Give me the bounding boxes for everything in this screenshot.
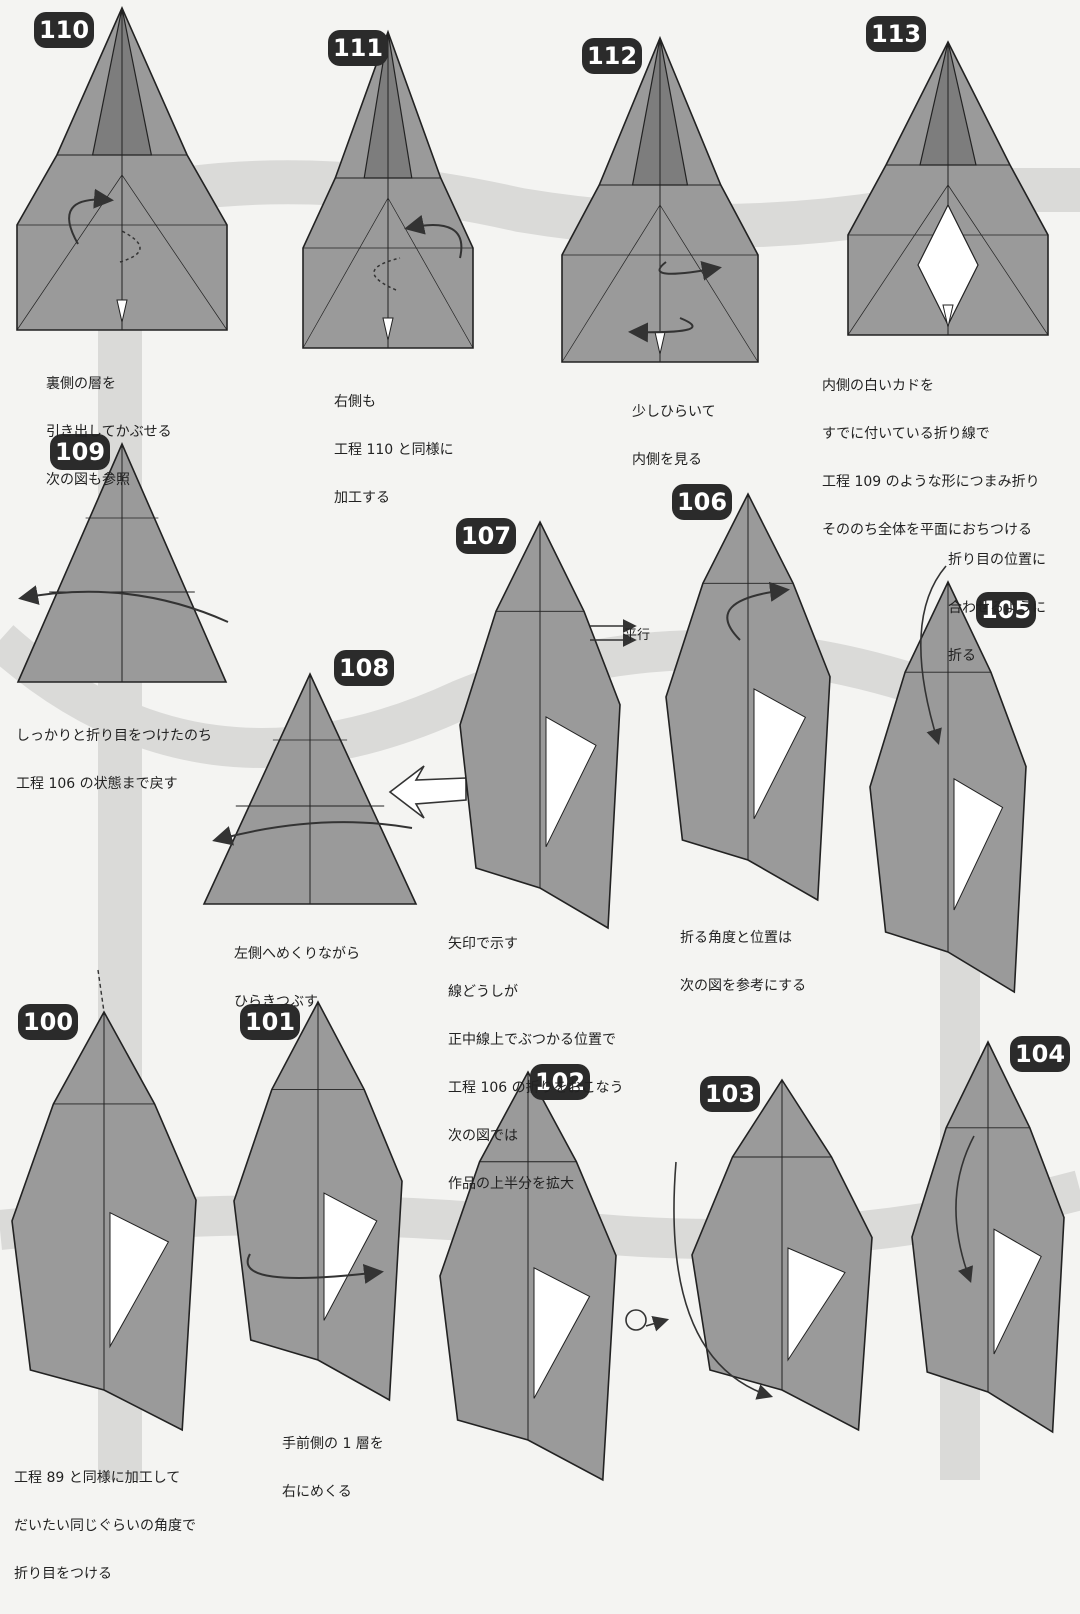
caption-line: すでに付いている折り線で	[822, 426, 990, 442]
fold-arrow	[726, 581, 790, 641]
fold-arrow	[18, 585, 229, 623]
step-111-caption: 右側も 工程 110 と同様に 加工する	[334, 362, 454, 538]
step-105-badge: 105	[976, 592, 1036, 628]
guide-line	[97, 969, 105, 1013]
step-111-badge: 111	[328, 30, 388, 66]
caption-line: 少しひらいて	[632, 404, 716, 420]
crease-line	[302, 197, 389, 349]
caption-line: 矢印で示す	[448, 936, 518, 952]
white-flap	[109, 1211, 170, 1349]
fold-arrow	[404, 214, 463, 259]
crease-line	[387, 197, 474, 349]
fold-arrow	[673, 1161, 774, 1400]
step-105-caption: 折り目の位置に 合わせるように 折る	[948, 520, 1046, 696]
turn-over-icon	[625, 1309, 647, 1331]
caption-line: 線どうしが	[448, 984, 518, 1000]
white-flap	[545, 716, 597, 848]
white-flap	[787, 1247, 846, 1362]
step-110-caption: 裏側の層を 引き出してかぶせる 次の図も参照	[46, 344, 172, 520]
white-notch	[942, 304, 954, 328]
step-106-caption: 折る角度と位置は 次の図を参考にする	[680, 898, 806, 1026]
caption-line: 内側の白いカドを	[822, 378, 934, 394]
fold-arrow	[658, 260, 722, 281]
caption-line: 次の図を参考にする	[680, 978, 807, 994]
caption-line: 正中線上でぶつかる位置で	[448, 1032, 616, 1048]
fold-arrow	[955, 1135, 975, 1283]
step-108-badge: 108	[334, 650, 394, 686]
caption-line: 加工する	[334, 490, 390, 506]
caption-line: 次の図も参照	[46, 472, 130, 488]
caption-line: しっかりと折り目をつけたのち	[16, 728, 212, 744]
caption-line: 工程 106 の折りをおこなう	[448, 1080, 624, 1096]
caption-line: 手前側の 1 層を	[282, 1436, 384, 1452]
turn-over-icon	[645, 1316, 670, 1332]
hidden-arrow	[373, 257, 401, 291]
hidden-arrow	[119, 229, 141, 263]
caption-line: 合わせるように	[948, 600, 1046, 616]
white-flap	[533, 1267, 591, 1399]
hollow-arrow	[388, 765, 467, 819]
caption-line: だいたい同じぐらいの角度で	[14, 1518, 196, 1534]
step-112-badge: 112	[582, 38, 642, 74]
white-flap	[953, 777, 1004, 911]
step-103-badge: 103	[700, 1076, 760, 1112]
crease-line	[847, 184, 949, 336]
step-113-badge: 113	[866, 16, 926, 52]
step-102-badge: 102	[530, 1064, 590, 1100]
white-notch	[116, 299, 128, 323]
parallel-label: 平行	[624, 628, 651, 643]
step-101-badge: 101	[240, 1004, 300, 1040]
caption-line: 工程 110 と同様に	[334, 442, 454, 458]
fold-arrow	[628, 317, 694, 343]
white-flap	[323, 1192, 378, 1321]
caption-line: 裏側の層を	[46, 376, 116, 392]
step-101-caption: 手前側の 1 層を 右にめくる	[282, 1404, 384, 1532]
caption-line: ひらきつぶす	[234, 994, 318, 1010]
step-104-badge: 104	[1010, 1036, 1070, 1072]
step-113-caption: 内側の白いカドを すでに付いている折り線で 工程 109 のような形につまみ折り…	[822, 346, 1040, 570]
caption-line: 折り目をつける	[14, 1566, 112, 1582]
crease-line	[561, 204, 661, 363]
step-108-caption: 左側へめくりながら ひらきつぶす	[234, 914, 360, 1042]
step-106-badge: 106	[672, 484, 732, 520]
caption-line: 工程 89 と同様に加工して	[14, 1470, 181, 1486]
caption-line: 折り目の位置に	[948, 552, 1046, 568]
caption-line: 右側も	[334, 394, 376, 410]
step-109-caption: しっかりと折り目をつけたのち 工程 106 の状態まで戻す	[16, 696, 212, 824]
crease-line	[121, 174, 228, 331]
fold-arrow	[246, 1253, 384, 1284]
caption-line: 引き出してかぶせる	[46, 424, 172, 440]
caption-line: 右にめくる	[282, 1484, 352, 1500]
white-flap	[753, 688, 807, 820]
step-100-caption: 工程 89 と同様に加工して だいたい同じぐらいの角度で 折り目をつける	[14, 1438, 196, 1614]
fold-arrow	[920, 565, 947, 746]
white-notch	[382, 317, 394, 341]
caption-line: 折る角度と位置は	[680, 930, 792, 946]
caption-line: 折る	[948, 648, 976, 664]
caption-line: 左側へめくりながら	[234, 946, 360, 962]
fold-arrow	[212, 821, 413, 846]
caption-line: 作品の上半分を拡大	[448, 1176, 574, 1192]
caption-line: 工程 106 の状態まで戻す	[16, 776, 178, 792]
fold-arrow	[68, 188, 114, 245]
step-109-badge: 109	[50, 434, 110, 470]
step-107-caption: 矢印で示す 線どうしが 正中線上でぶつかる位置で 工程 106 の折りをおこなう…	[448, 904, 624, 1224]
caption-line: 内側を見る	[632, 452, 702, 468]
crease-line	[947, 184, 1049, 336]
caption-line: そののち全体を平面におちつける	[822, 522, 1032, 538]
instruction-sheet: 110 111 112 113 109 108 107 106 105 100 …	[0, 6, 1080, 1582]
step-100-badge: 100	[18, 1004, 78, 1040]
crease-line	[659, 204, 759, 363]
caption-line: 次の図では	[448, 1128, 518, 1144]
caption-line: 工程 109 のような形につまみ折り	[822, 474, 1040, 490]
diagram-artwork	[0, 6, 1080, 1482]
step-112-caption: 少しひらいて 内側を見る	[632, 372, 716, 500]
step-110-badge: 110	[34, 12, 94, 48]
white-flap	[993, 1228, 1042, 1355]
step-107-badge: 107	[456, 518, 516, 554]
